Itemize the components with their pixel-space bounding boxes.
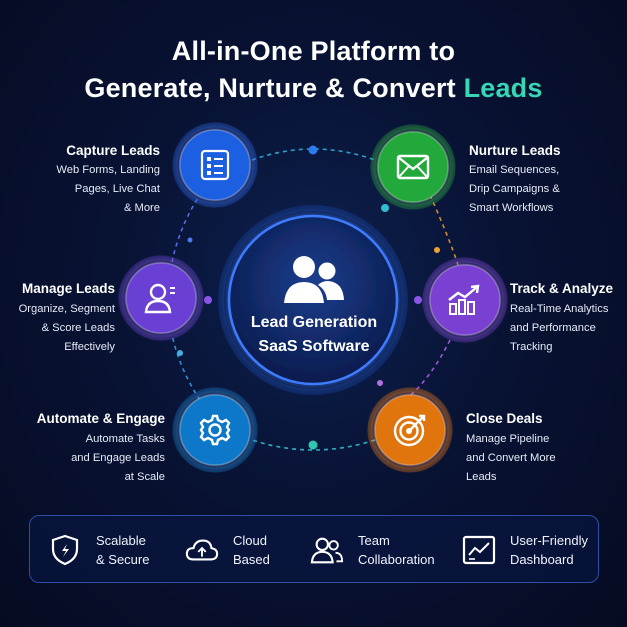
gear-icon xyxy=(195,410,235,450)
node-desc-line: and Convert More xyxy=(466,452,556,464)
node-desc-line: at Scale xyxy=(124,471,165,483)
node-halo-track xyxy=(422,257,508,343)
node-desc-close: Manage Pipeline and Convert More Leads xyxy=(466,430,616,487)
node-desc-line: Automate Tasks xyxy=(85,433,165,445)
feature-item-dashboard: User-Friendly Dashboard xyxy=(462,516,588,584)
node-desc-line: Leads xyxy=(466,471,497,483)
orbit-arcs xyxy=(171,148,459,451)
node-halo-close xyxy=(367,387,453,473)
feature-label: Scalable & Secure xyxy=(96,533,150,567)
node-desc-manage: Organize, Segment & Score Leads Effectiv… xyxy=(5,300,115,357)
node-desc-line: Pages, Live Chat xyxy=(74,183,160,195)
page-title-line-1: All-in-One Platform to xyxy=(171,36,456,66)
node-halo-automate xyxy=(172,387,258,473)
node-desc-capture: Web Forms, Landing Pages, Live Chat & Mo… xyxy=(20,161,160,218)
node-desc-line: Web Forms, Landing xyxy=(56,164,160,176)
arc-track-close xyxy=(404,339,451,401)
arc-dot xyxy=(381,204,389,212)
arc-dot xyxy=(187,237,193,243)
arc-manage-capture xyxy=(171,194,201,263)
node-circle-nurture xyxy=(377,131,449,203)
form-icon xyxy=(195,145,235,185)
target-icon xyxy=(390,410,430,450)
arc-dot xyxy=(177,350,183,356)
features-bar: Scalable & Secure Cloud Based Team Colla… xyxy=(29,515,599,583)
node-desc-line: Tracking xyxy=(510,341,553,353)
arc-dot xyxy=(308,145,318,155)
node-desc-line: Smart Workflows xyxy=(469,202,554,214)
arc-dot xyxy=(308,440,318,450)
feature-label: Cloud Based xyxy=(233,533,270,567)
node-title-nurture: Nurture Leads xyxy=(469,143,561,158)
arc-dot xyxy=(414,296,422,304)
node-desc-line: Organize, Segment xyxy=(18,303,115,315)
node-halo-nurture xyxy=(370,124,456,210)
feature-label: User-Friendly Dashboard xyxy=(510,533,589,567)
node-desc-line: Drip Campaigns & xyxy=(469,183,560,195)
node-desc-line: & Score Leads xyxy=(41,322,115,334)
node-title-close: Close Deals xyxy=(466,411,543,426)
feature-item-scalable: Scalable & Secure xyxy=(48,516,149,584)
feature-item-team: Team Collaboration xyxy=(310,516,435,584)
dashboard-icon xyxy=(462,533,496,567)
user-manage-icon xyxy=(141,278,181,318)
arc-nurture-track xyxy=(429,194,459,266)
cloud-icon xyxy=(185,533,219,567)
center-label-line-1: Lead Generation xyxy=(250,314,378,331)
node-desc-line: Effectively xyxy=(64,341,115,353)
users-icon xyxy=(284,256,344,303)
node-title-track: Track & Analyze xyxy=(510,281,614,296)
analytics-chart-icon xyxy=(445,280,485,320)
center-label-line-2: SaaS Software xyxy=(258,338,370,355)
node-circle-automate xyxy=(179,394,251,466)
node-title-capture: Capture Leads xyxy=(66,143,160,158)
page-title-line-2: Generate, Nurture & Convert Leads xyxy=(0,69,627,107)
feature-item-cloud: Cloud Based xyxy=(185,516,270,584)
node-title-automate: Automate & Engage xyxy=(36,411,165,426)
node-halo-manage xyxy=(118,255,204,341)
node-desc-line: Manage Pipeline xyxy=(466,433,550,445)
node-desc-track: Real-Time Analytics and Performance Trac… xyxy=(510,300,625,357)
node-desc-line: Email Sequences, xyxy=(469,164,560,176)
center-halo xyxy=(218,205,408,395)
node-desc-nurture: Email Sequences, Drip Campaigns & Smart … xyxy=(469,161,619,218)
title-accent: Leads xyxy=(463,73,543,103)
node-halo-capture xyxy=(172,122,258,208)
team-icon xyxy=(310,533,344,567)
node-desc-line: and Performance xyxy=(510,322,596,334)
arc-dot xyxy=(434,247,440,253)
node-desc-automate: Automate Tasks and Engage Leads at Scale xyxy=(15,430,165,487)
node-desc-line: & More xyxy=(123,202,160,214)
node-title-manage: Manage Leads xyxy=(21,281,115,296)
arc-dot xyxy=(204,296,212,304)
title-prefix: Generate, Nurture & Convert xyxy=(84,73,464,103)
feature-label: Team Collaboration xyxy=(358,533,435,567)
envelope-icon xyxy=(393,147,433,187)
arc-automate-manage xyxy=(171,334,201,401)
node-desc-line: and Engage Leads xyxy=(71,452,165,464)
arc-dot xyxy=(377,380,383,386)
node-desc-line: Real-Time Analytics xyxy=(510,303,609,315)
shield-icon xyxy=(48,533,82,567)
